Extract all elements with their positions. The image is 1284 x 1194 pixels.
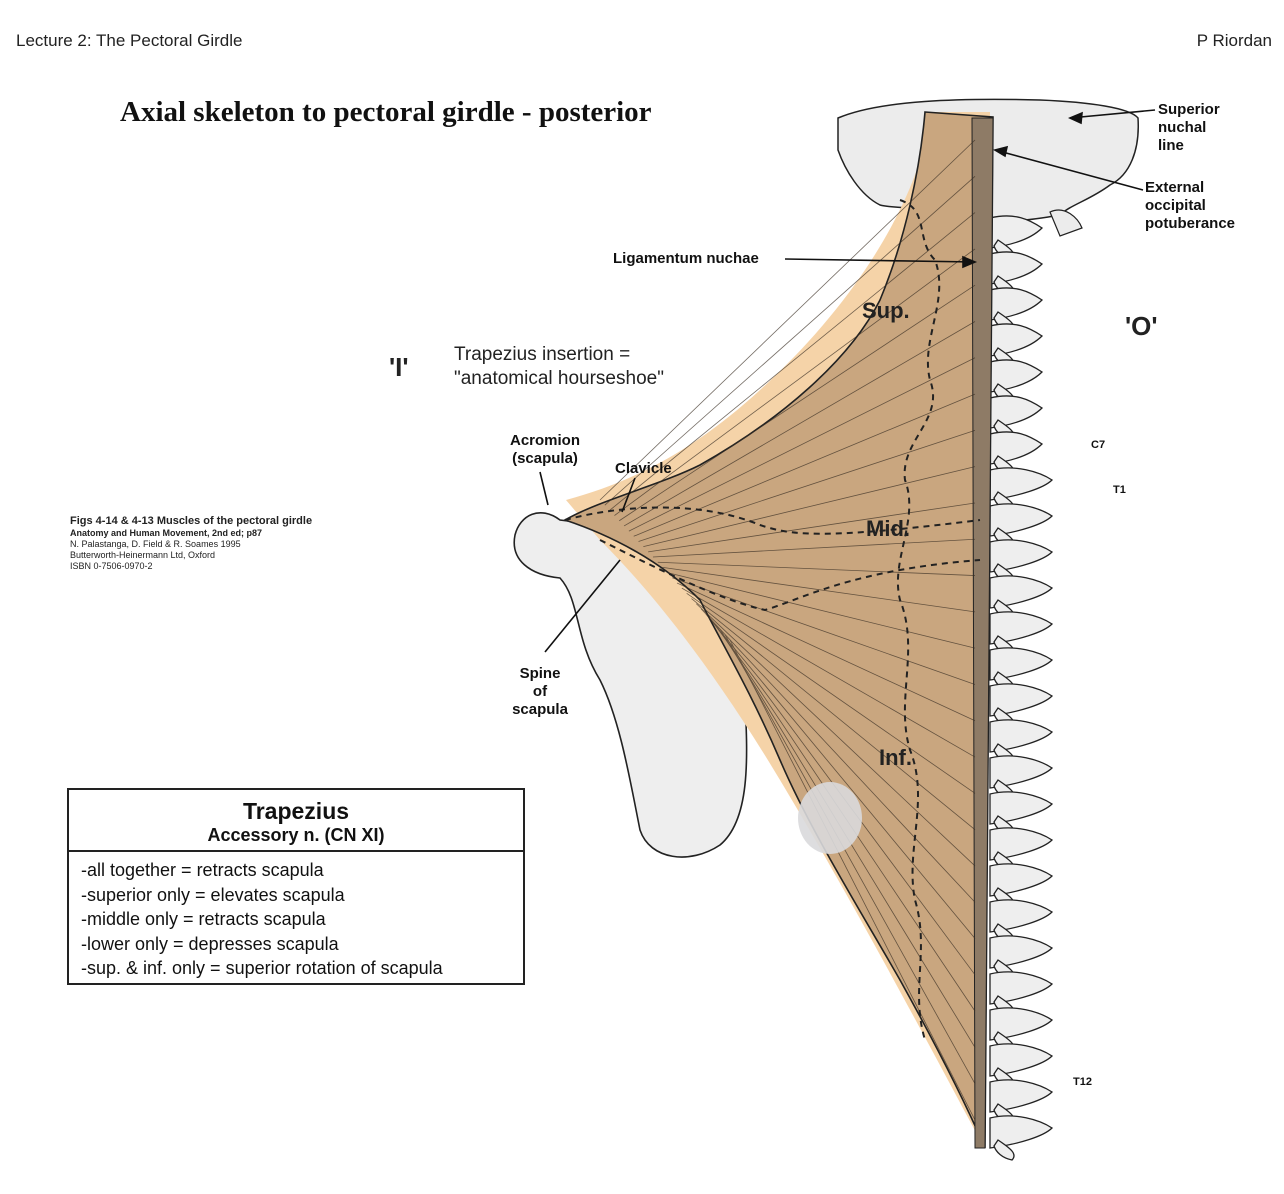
origin-marker: 'O': [1125, 311, 1158, 341]
vertebra: [989, 935, 1054, 969]
grey-highlight: [798, 782, 862, 854]
muscle-fibre: [696, 603, 976, 867]
vertebra: [989, 719, 1054, 753]
vertebra: [989, 647, 1054, 681]
summary-subtitle: Accessory n. (CN XI): [207, 825, 385, 845]
vertebra: [989, 575, 1054, 609]
label-acromion: Acromion(scapula): [510, 432, 581, 467]
muscle-fibre: [609, 212, 976, 511]
muscle-fibre: [657, 561, 976, 576]
vertebra: [989, 1007, 1054, 1041]
vertebra: [989, 827, 1054, 861]
vertebra: [989, 791, 1054, 825]
vertebra: [989, 971, 1054, 1005]
vertebra: [989, 1115, 1054, 1149]
muscle-fibre: [643, 466, 976, 548]
summary-title: Trapezius: [242, 798, 350, 824]
muscle-fibre: [619, 284, 976, 522]
label-t1: T1: [1113, 484, 1126, 496]
summary-item: -sup. & inf. only = superior rotation of…: [81, 958, 443, 978]
muscle-fibre: [633, 393, 976, 537]
label-c7: C7: [1091, 439, 1106, 451]
muscle-fibre: [672, 577, 976, 685]
muscle-fibre: [667, 572, 976, 649]
lecture-header: Lecture 2: The Pectoral Girdle: [16, 31, 243, 50]
summary-item: -lower only = depresses scapula: [81, 933, 339, 954]
vertebra: [989, 899, 1054, 933]
summary-item: -all together = retracts scapula: [81, 860, 324, 880]
vertebra: [989, 863, 1054, 897]
vertebra: [989, 755, 1054, 789]
muscle-fibre: [638, 429, 976, 542]
insertion-note: Trapezius insertion = "anatomical hourse…: [454, 344, 664, 389]
muscle-fibre: [604, 175, 976, 506]
muscle-fibre: [705, 613, 976, 939]
muscle-fibre: [648, 502, 976, 553]
vertebra: [989, 1079, 1054, 1113]
muscle-fibre: [623, 321, 976, 527]
muscle-fibre: [652, 538, 976, 558]
region-superior: Sup.: [862, 298, 910, 323]
region-middle: Mid.: [866, 516, 910, 541]
muscle-fibre: [662, 567, 976, 613]
muscle-fibre: [686, 593, 976, 794]
summary-item: -superior only = elevates scapula: [81, 884, 345, 905]
region-inferior: Inf.: [879, 745, 912, 770]
vertebra: [989, 683, 1054, 717]
muscle-fibre: [729, 639, 976, 1121]
insertion-marker: 'I': [389, 352, 409, 382]
dashed-outline: [896, 199, 941, 1041]
vertebra: [989, 539, 1054, 573]
muscle-fibre: [700, 608, 976, 903]
muscle-fibre: [599, 139, 976, 501]
trapezius-summary-box: Trapezius Accessory n. (CN XI) -all toge…: [67, 788, 525, 985]
figure-credit: Figs 4-14 & 4-13 Muscles of the pectoral…: [70, 515, 313, 571]
midline-strip: [971, 117, 994, 1149]
muscle-fibre: [724, 634, 976, 1084]
label-clavicle: Clavicle: [615, 460, 672, 477]
summary-item: -middle only = retracts scapula: [81, 909, 326, 929]
muscle-fibre: [681, 587, 976, 758]
vertebra: [989, 611, 1054, 645]
author-header: P Riordan: [1196, 31, 1272, 50]
vertebra: [989, 503, 1054, 537]
vertebra: [989, 467, 1054, 501]
muscle-fibre: [614, 248, 976, 516]
muscle-fibre: [628, 357, 976, 532]
page-title: Axial skeleton to pectoral girdle - post…: [120, 96, 652, 128]
vertebra-process: [993, 1139, 1015, 1161]
vertebra: [989, 1043, 1054, 1077]
muscle-fibre: [691, 598, 976, 830]
label-ligamentum-nuchae: Ligamentum nuchae: [613, 250, 759, 267]
label-t12: T12: [1073, 1076, 1092, 1088]
muscle-fibre: [676, 582, 976, 722]
vertebral-column: [989, 215, 1054, 1161]
